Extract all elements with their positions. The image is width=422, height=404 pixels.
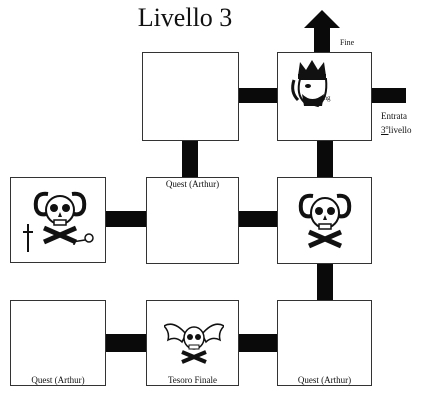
treasure-label: Tesoro Finale bbox=[167, 375, 218, 385]
entrance-level-ordinal: o bbox=[385, 125, 389, 131]
corridor-mid-vertical-left bbox=[182, 141, 198, 177]
room-bottom-right bbox=[277, 300, 372, 386]
corridor-mid-vertical-right bbox=[317, 141, 333, 177]
entrance-label-line2: 3olivello bbox=[381, 122, 412, 136]
room-top-middle bbox=[142, 52, 239, 141]
corridor-entrance-stub bbox=[372, 88, 406, 103]
winged-skull-icon bbox=[164, 323, 224, 364]
key-icon bbox=[71, 233, 94, 245]
exit-label: Fine bbox=[340, 38, 355, 47]
corridor-top-horizontal bbox=[239, 88, 277, 103]
corridor-bottom-horizontal-right bbox=[239, 334, 277, 352]
entrance-label-line1: Entrata bbox=[381, 111, 407, 121]
corridor-mid-horizontal-left bbox=[106, 211, 146, 227]
exit-arrow-icon bbox=[304, 10, 340, 54]
room-bottom-left bbox=[10, 300, 106, 386]
skull-monster-icon bbox=[298, 193, 352, 249]
entrance-level-number: 3 bbox=[381, 125, 386, 135]
quest-label-bottom-right: Quest (Arthur) bbox=[297, 375, 352, 385]
entrance-level-word: livello bbox=[388, 125, 412, 135]
entrance-label: Entrata 3olivello bbox=[381, 110, 412, 136]
room-mid-middle bbox=[146, 177, 239, 264]
king-npc-icon bbox=[291, 60, 328, 108]
map-title: Livello 3 bbox=[137, 3, 233, 32]
corridor-lower-vertical bbox=[317, 264, 333, 300]
sword-icon bbox=[23, 224, 33, 252]
quest-label-bottom-left: Quest (Arthur) bbox=[31, 375, 85, 385]
corridor-mid-horizontal-right bbox=[239, 211, 277, 227]
corridor-bottom-horizontal-left bbox=[106, 334, 146, 352]
quest-label-top-middle: Quest (Arthur) bbox=[165, 179, 220, 189]
npc-label: png bbox=[320, 94, 331, 102]
skull-monster-icon bbox=[33, 191, 87, 245]
